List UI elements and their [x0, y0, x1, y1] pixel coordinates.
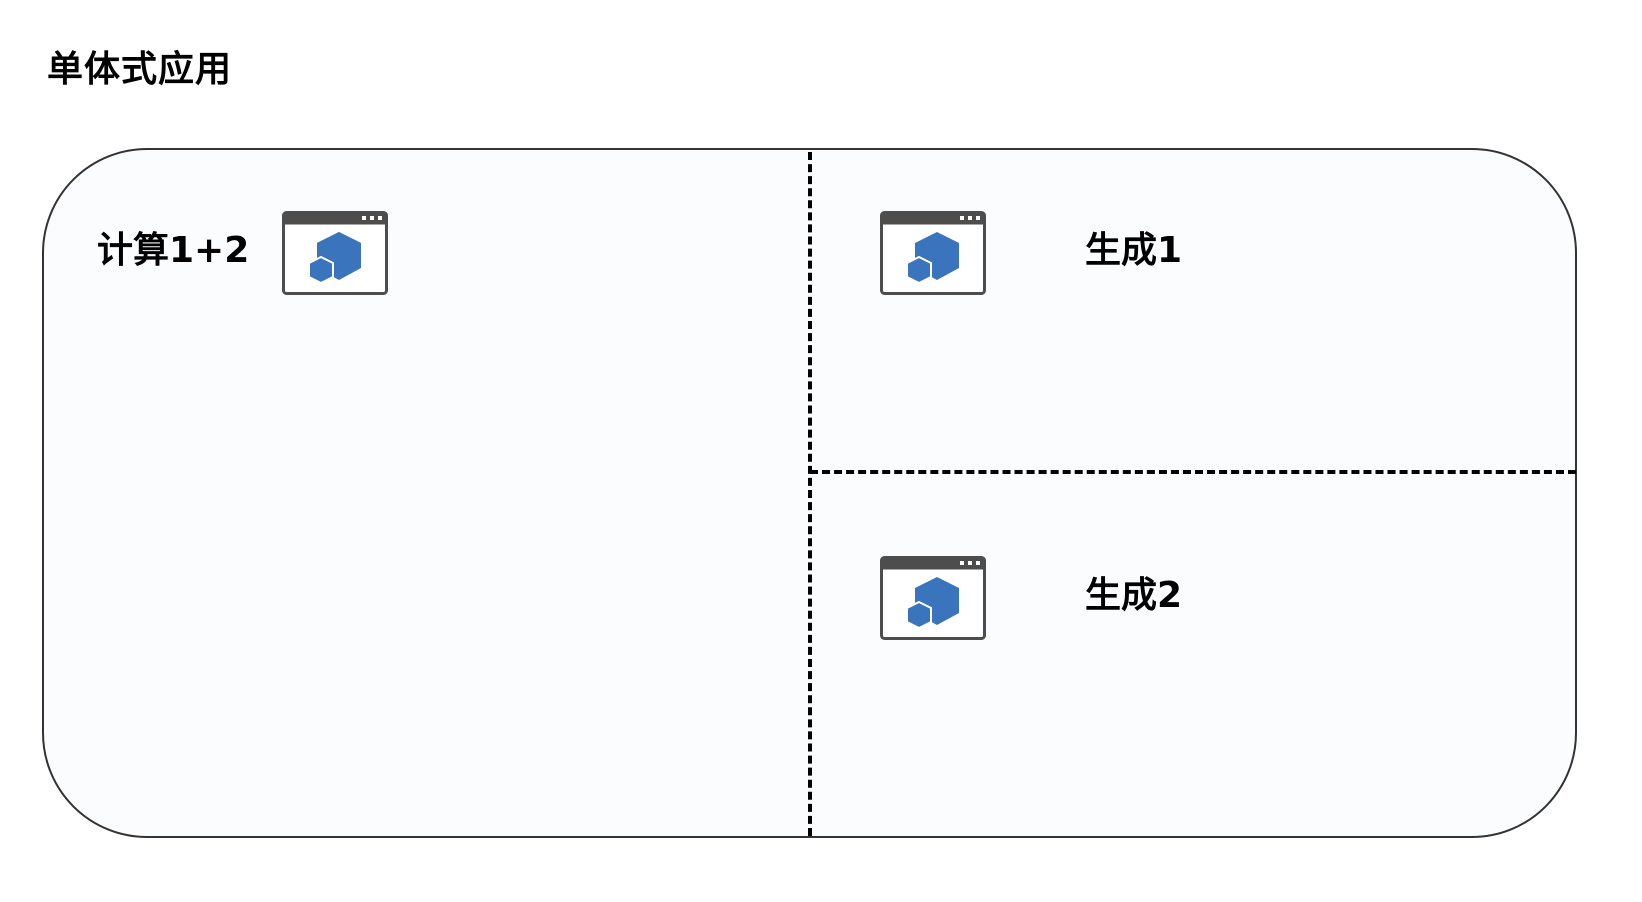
- vertical-divider: [808, 152, 812, 836]
- module-label-generate-1: 生成1: [1085, 230, 1183, 271]
- module-label-compute: 计算1+2: [97, 230, 250, 271]
- application-icon: [880, 211, 986, 295]
- application-icon: [282, 211, 388, 295]
- page-title: 单体式应用: [47, 49, 233, 90]
- module-label-generate-2: 生成2: [1085, 575, 1183, 616]
- horizontal-divider: [810, 470, 1576, 474]
- application-icon: [880, 556, 986, 640]
